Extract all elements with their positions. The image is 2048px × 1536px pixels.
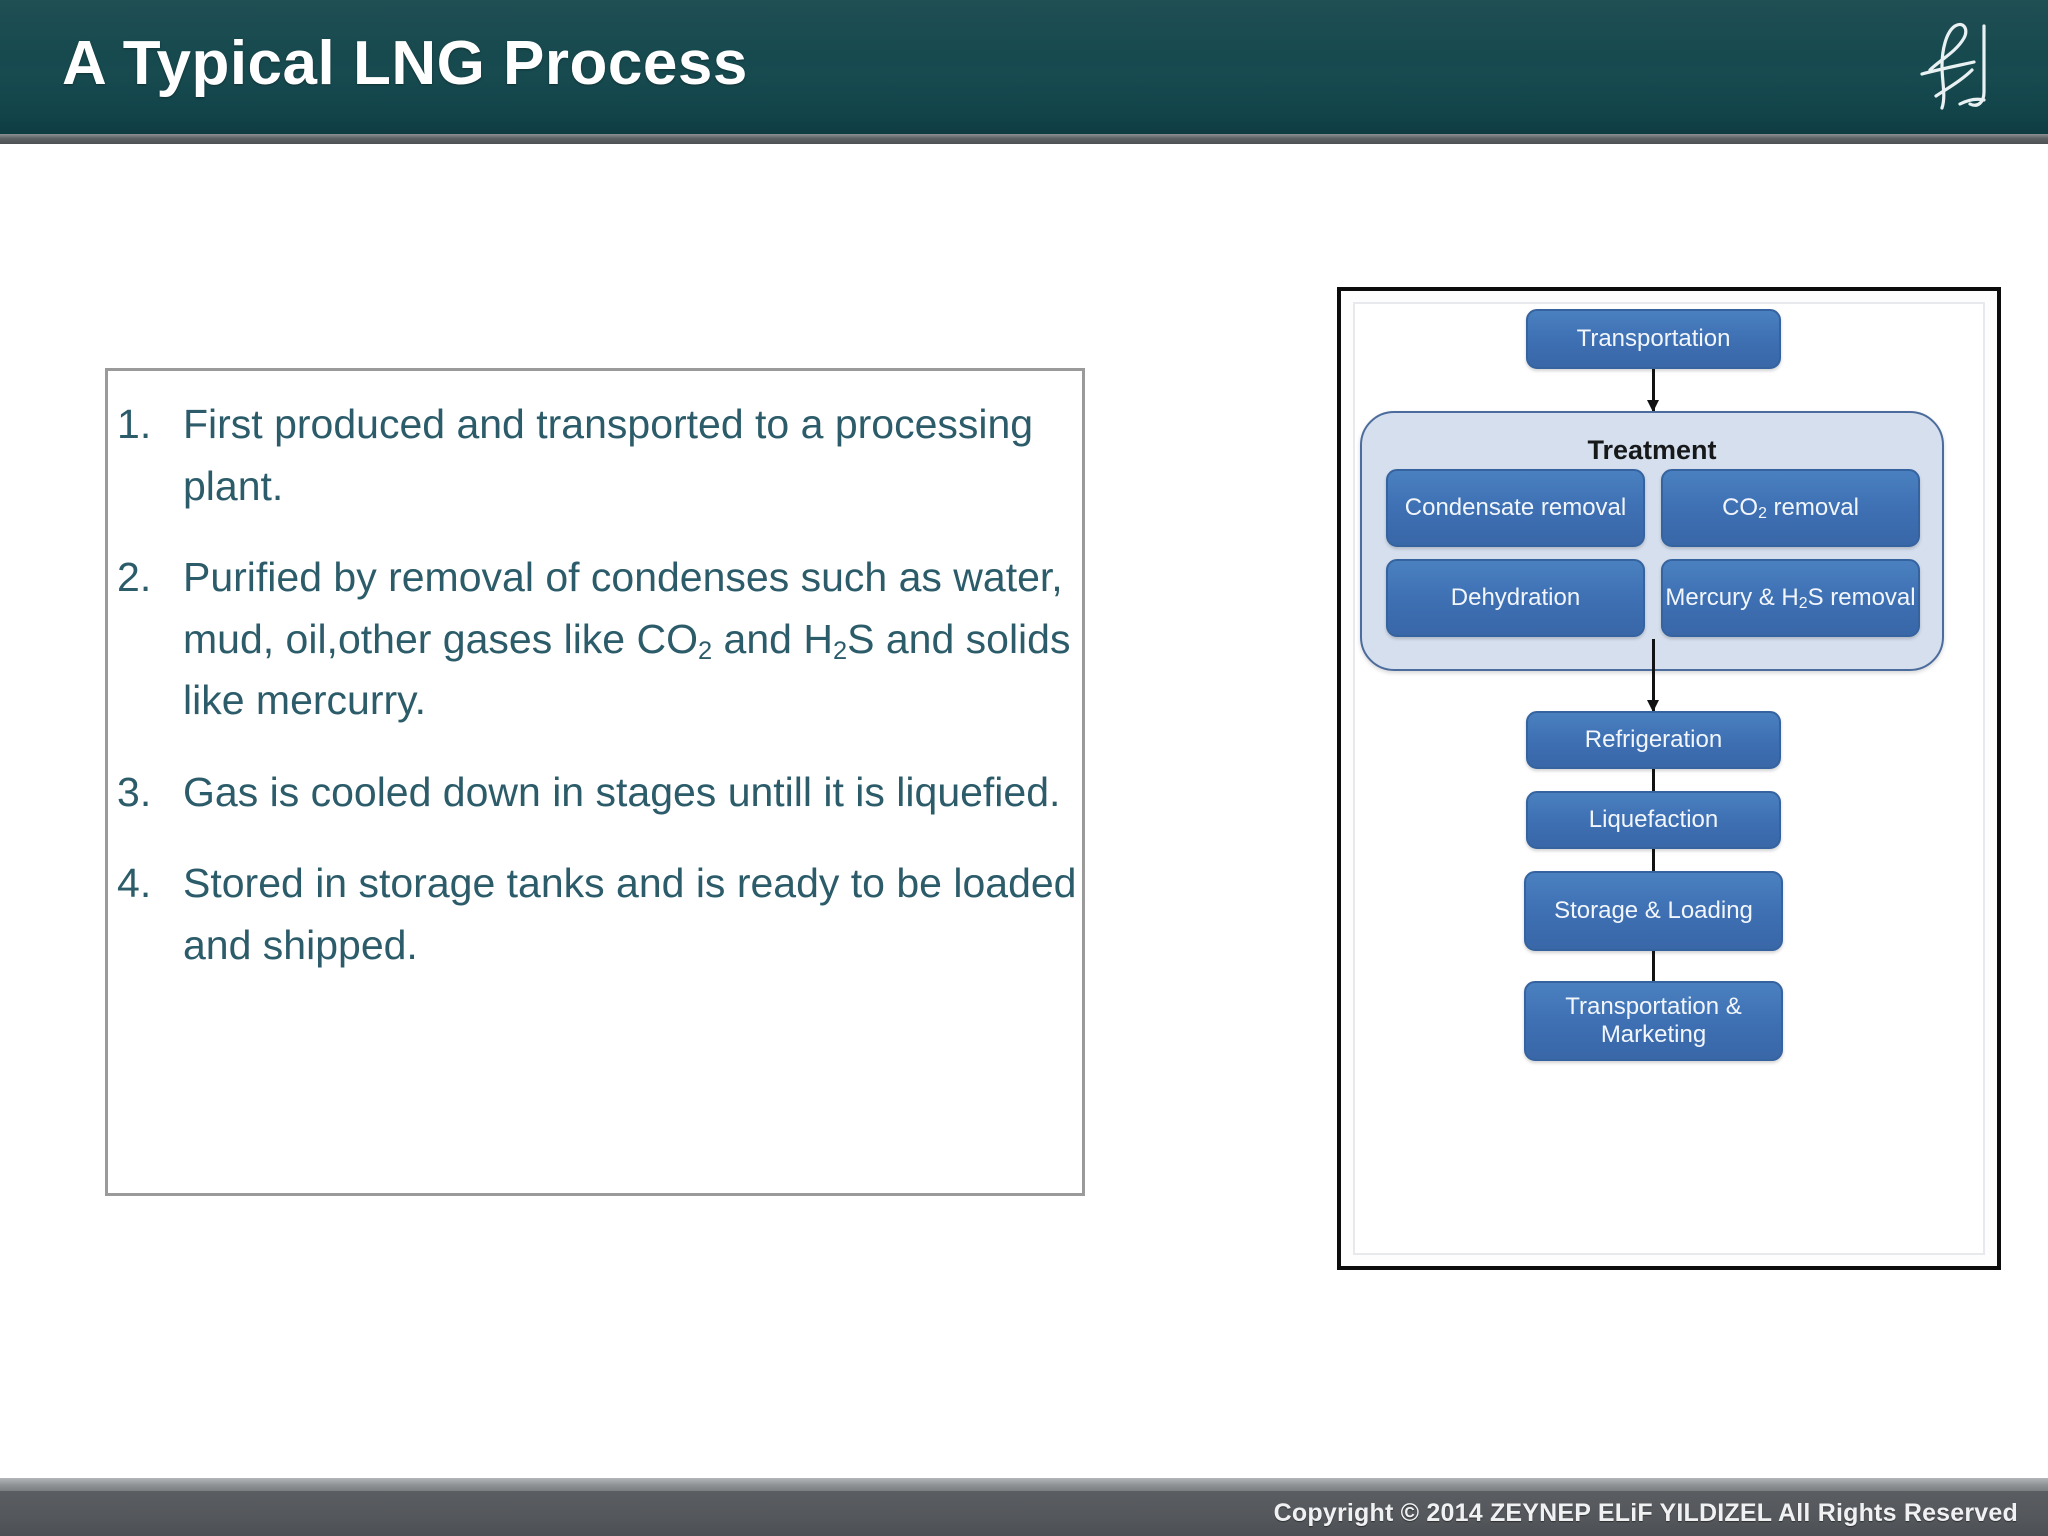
diagram-node-co2-removal: CO2 removal bbox=[1661, 469, 1920, 547]
node-label: Condensate removal bbox=[1404, 493, 1627, 521]
node-label-group: CO2 removal bbox=[1722, 494, 1859, 522]
step-text-3: Gas is cooled down in stages untill it i… bbox=[183, 768, 1061, 815]
diagram-node-storage-loading: Storage & Loading bbox=[1524, 871, 1783, 951]
diagram-arrow-2 bbox=[1647, 639, 1659, 712]
header-underline-divider bbox=[0, 134, 2048, 144]
node-label: Transportation bbox=[1576, 324, 1731, 352]
diagram-node-refrigeration: Refrigeration bbox=[1526, 711, 1781, 769]
node-label-part: CO bbox=[1722, 493, 1759, 521]
subscript-h2s: 2 bbox=[832, 636, 848, 665]
node-label-subscript: 2 bbox=[1798, 595, 1808, 613]
step-text-2c: S and solids like mercurry. bbox=[183, 615, 1071, 724]
diagram-canvas: Transportation Treatment Condensate remo… bbox=[1341, 291, 2005, 1274]
list-item: First produced and transported to a proc… bbox=[105, 394, 1115, 517]
diagram-node-dehydration: Dehydration bbox=[1386, 559, 1645, 637]
step-text-1: First produced and transported to a proc… bbox=[183, 401, 1034, 509]
handwritten-signature-logo-icon bbox=[1900, 8, 2020, 120]
diagram-node-condensate-removal: Condensate removal bbox=[1386, 469, 1645, 547]
node-label-group: Mercury & H2S removal bbox=[1665, 584, 1915, 612]
footer-light-band bbox=[0, 1478, 2048, 1491]
list-item: Gas is cooled down in stages untill it i… bbox=[105, 762, 1115, 824]
subscript-co2: 2 bbox=[698, 636, 713, 665]
diagram-node-transportation-top: Transportation bbox=[1526, 309, 1781, 369]
node-label-part: removal bbox=[1766, 493, 1859, 521]
diagram-arrow-1 bbox=[1647, 369, 1659, 412]
diagram-group-title-treatment: Treatment bbox=[1587, 435, 1717, 465]
process-steps-container: First produced and transported to a proc… bbox=[105, 368, 1115, 976]
node-label-part: Mercury & H bbox=[1665, 583, 1799, 611]
node-label-subscript: 2 bbox=[1758, 505, 1767, 523]
lng-flow-diagram-frame: Transportation Treatment Condensate remo… bbox=[1337, 287, 2001, 1270]
copyright-text: Copyright © 2014 ZEYNEP ELiF YILDIZEL Al… bbox=[1273, 1499, 2018, 1527]
diagram-node-mercury-h2s-removal: Mercury & H2S removal bbox=[1661, 559, 1920, 637]
node-label-part: S removal bbox=[1807, 583, 1916, 611]
node-label: Liquefaction bbox=[1588, 805, 1719, 833]
step-text-4: Stored in storage tanks and is ready to … bbox=[183, 860, 1077, 968]
list-item: Stored in storage tanks and is ready to … bbox=[105, 853, 1115, 976]
slide-header-band bbox=[0, 0, 2048, 134]
step-text-2a: Purified by removal of condenses such as… bbox=[183, 554, 1063, 662]
node-label: Refrigeration bbox=[1584, 725, 1723, 753]
step-text-2b: and H bbox=[712, 615, 833, 662]
list-item: Purified by removal of condenses such as… bbox=[105, 547, 1115, 732]
process-steps-list: First produced and transported to a proc… bbox=[105, 368, 1115, 976]
footer-dark-band bbox=[0, 1491, 2048, 1536]
node-label: Storage & Loading bbox=[1554, 896, 1753, 924]
node-label: Dehydration bbox=[1450, 583, 1581, 611]
diagram-node-liquefaction: Liquefaction bbox=[1526, 791, 1781, 849]
diagram-node-transportation-marketing: Transportation & Marketing bbox=[1524, 981, 1783, 1061]
page-title: A Typical LNG Process bbox=[62, 29, 748, 98]
node-label: Transportation & Marketing bbox=[1565, 992, 1742, 1048]
